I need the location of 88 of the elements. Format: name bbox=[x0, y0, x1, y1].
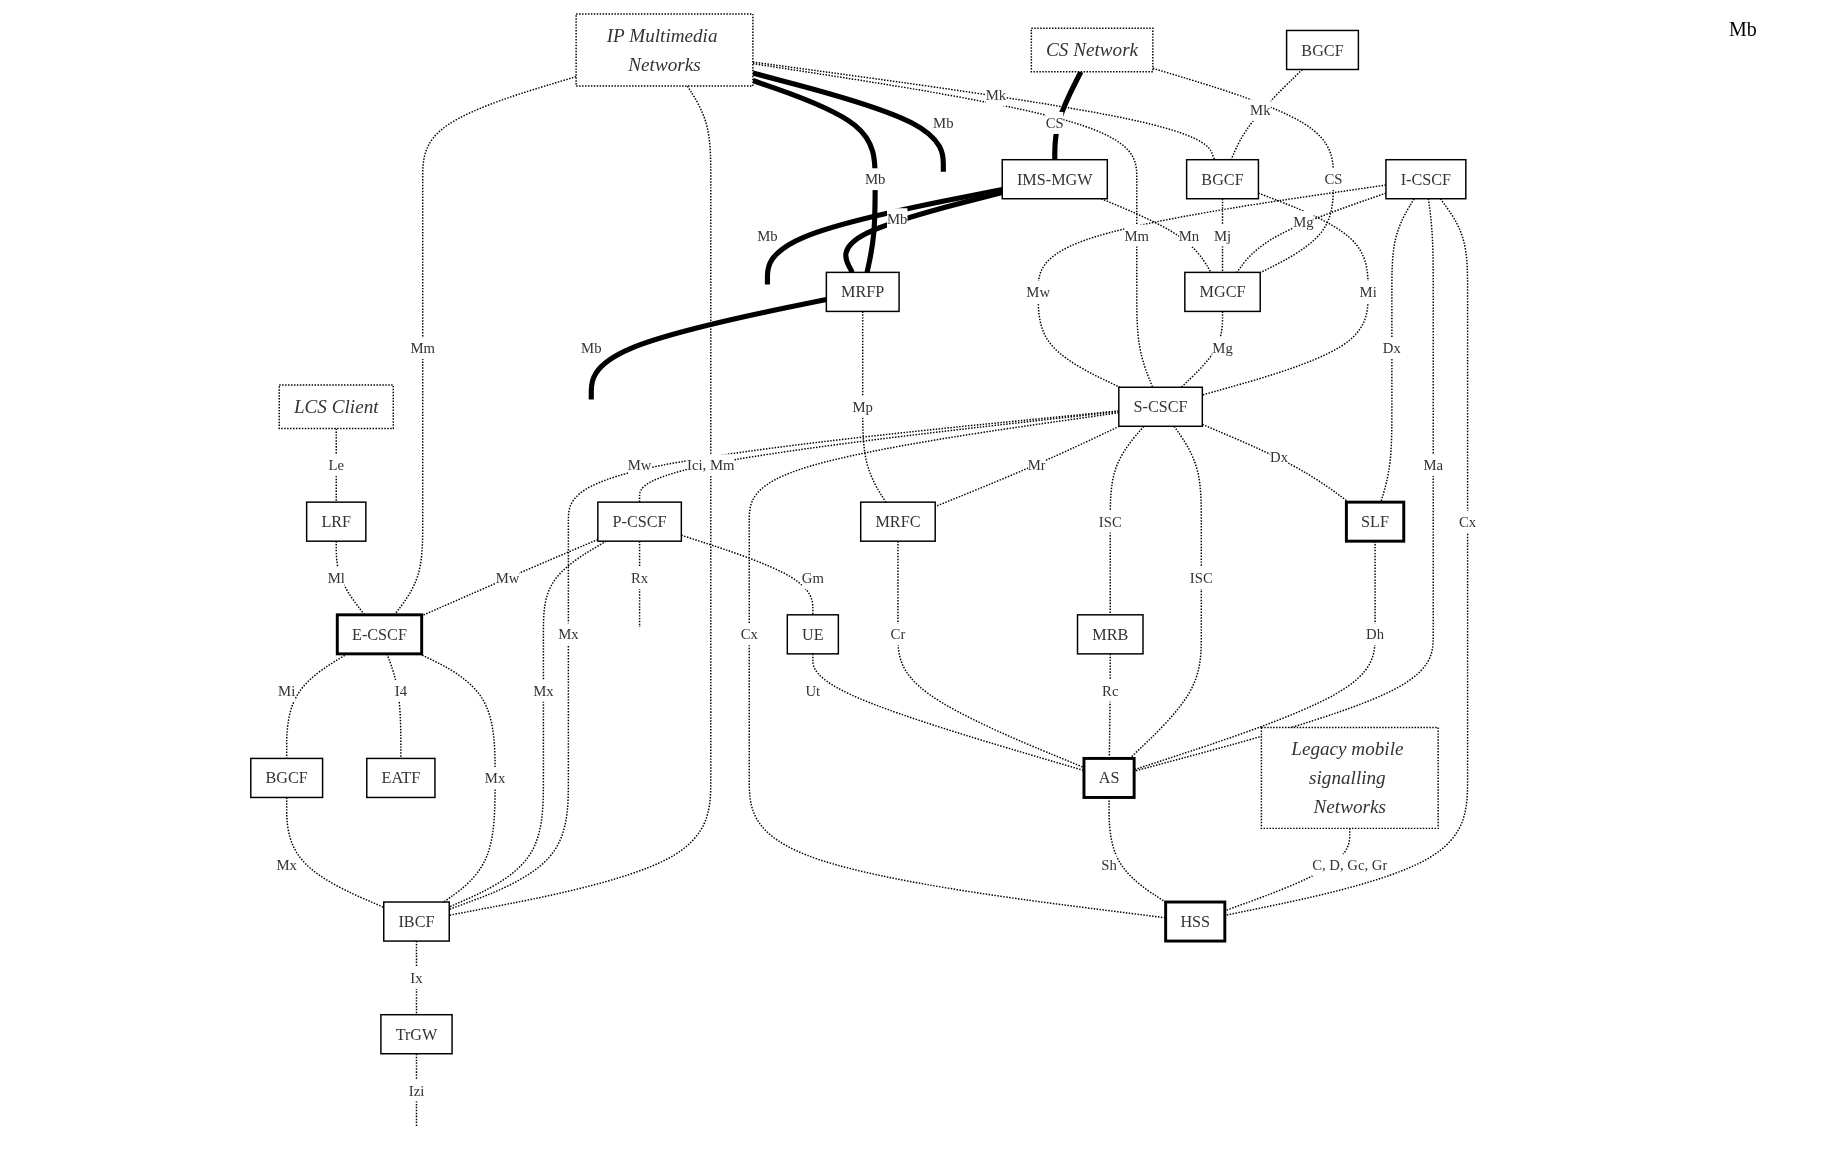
edge-label: Mp bbox=[852, 398, 873, 415]
edge-label: Ix bbox=[410, 969, 423, 986]
node-box: BGCF bbox=[250, 757, 324, 799]
interface-label: Mb bbox=[1729, 18, 1758, 41]
connector bbox=[588, 296, 827, 400]
node-box: IBCF bbox=[383, 901, 450, 942]
edge-label: Mg bbox=[1293, 213, 1314, 230]
connector bbox=[1109, 425, 1145, 616]
edge-label: Mx bbox=[533, 682, 554, 699]
edge-label: CS bbox=[1324, 171, 1343, 188]
edge-label: Rx bbox=[630, 569, 649, 587]
node-box: BGCF bbox=[1185, 158, 1260, 200]
edge-label: Ut bbox=[805, 682, 821, 699]
node-box: LRF bbox=[305, 501, 367, 542]
edge-label: Mb bbox=[864, 171, 886, 188]
edge-label: Mb bbox=[757, 227, 778, 244]
node-box: Legacy mobile signalling Networks bbox=[1260, 726, 1439, 830]
node-box: CS Network bbox=[1030, 27, 1154, 73]
edge-label: Mi bbox=[278, 682, 296, 699]
edge-label: Mw bbox=[1026, 283, 1051, 300]
edge-label: Mj bbox=[1213, 227, 1232, 244]
edge-label: Cx bbox=[1459, 513, 1477, 530]
edge-label: Mi bbox=[1359, 283, 1377, 300]
edge-label: Mk bbox=[1250, 102, 1271, 119]
connector bbox=[1230, 68, 1304, 161]
node-box: E-CSCF bbox=[335, 613, 424, 656]
node-box: UE bbox=[786, 614, 840, 655]
edge-label: Dh bbox=[1366, 626, 1385, 643]
edge-label: Sh bbox=[1101, 857, 1117, 874]
edge-label: Mx bbox=[484, 769, 506, 787]
edge-label: Mw bbox=[495, 569, 520, 587]
edge-label: Mb bbox=[887, 211, 908, 228]
edge-label: Cx bbox=[740, 626, 758, 643]
edge-label: Izi bbox=[408, 1082, 425, 1099]
edge-label: Ml bbox=[327, 569, 345, 587]
node-box: SLF bbox=[1344, 500, 1406, 543]
node-box: MRFC bbox=[859, 501, 936, 542]
edge-label: Mw bbox=[627, 457, 652, 474]
edge-label: Cr bbox=[890, 626, 906, 643]
edge-label: ISC bbox=[1189, 569, 1213, 587]
edge-label: Mx bbox=[276, 857, 297, 874]
edge-label: Ici, Mm bbox=[687, 457, 735, 474]
node-box: I-CSCF bbox=[1385, 158, 1467, 200]
edge-label: Mg bbox=[1212, 340, 1233, 357]
edge-label: Mk bbox=[985, 87, 1007, 104]
node-box: MGCF bbox=[1184, 271, 1261, 313]
edge-label: Rc bbox=[1102, 682, 1119, 699]
edge-label: Mb bbox=[933, 114, 954, 131]
connector bbox=[1380, 198, 1415, 503]
edge-label: Mx bbox=[558, 626, 579, 643]
node-box: IMS-MGW bbox=[1001, 158, 1109, 200]
connector bbox=[1100, 198, 1212, 274]
node-box: LCS Client bbox=[278, 384, 394, 430]
edge-label: Mm bbox=[410, 340, 435, 357]
node-box: P-CSCF bbox=[597, 501, 683, 542]
connector bbox=[752, 78, 878, 273]
edge-label: C, D, Gc, Gr bbox=[1312, 857, 1388, 874]
edge-label: CS bbox=[1045, 114, 1064, 131]
node-box: BGCF bbox=[1285, 29, 1360, 71]
node-box: EATF bbox=[366, 757, 436, 799]
edge-label: Gm bbox=[801, 569, 824, 587]
edge-label: ISC bbox=[1098, 513, 1122, 530]
connector bbox=[1152, 67, 1335, 274]
edge-label: Dx bbox=[1270, 448, 1289, 466]
edge-label: Le bbox=[328, 457, 345, 474]
edge-label: I4 bbox=[394, 682, 407, 699]
node-box: HSS bbox=[1164, 900, 1227, 943]
edge-label: Dx bbox=[1382, 340, 1401, 357]
connector bbox=[386, 653, 402, 760]
connector bbox=[1052, 70, 1084, 160]
node-box: TrGW bbox=[380, 1013, 453, 1055]
connector bbox=[748, 412, 1167, 919]
node-box: S-CSCF bbox=[1118, 386, 1204, 428]
node-box: MRB bbox=[1076, 614, 1144, 655]
node-box: AS bbox=[1082, 756, 1136, 799]
edge-label: Ma bbox=[1423, 457, 1444, 474]
connector bbox=[752, 61, 1216, 161]
connector bbox=[1221, 198, 1224, 274]
edge-label: Mr bbox=[1027, 457, 1046, 474]
connector bbox=[752, 62, 1154, 388]
edge-label: Mm bbox=[1124, 227, 1150, 244]
node-box: IP Multimedia Networks bbox=[575, 13, 754, 87]
connector bbox=[752, 70, 946, 172]
edge-label: Mb bbox=[581, 340, 602, 357]
connector bbox=[764, 187, 1003, 285]
node-box: MRFP bbox=[825, 271, 900, 313]
edge-label: Mn bbox=[1178, 227, 1200, 244]
connector bbox=[843, 190, 1003, 274]
